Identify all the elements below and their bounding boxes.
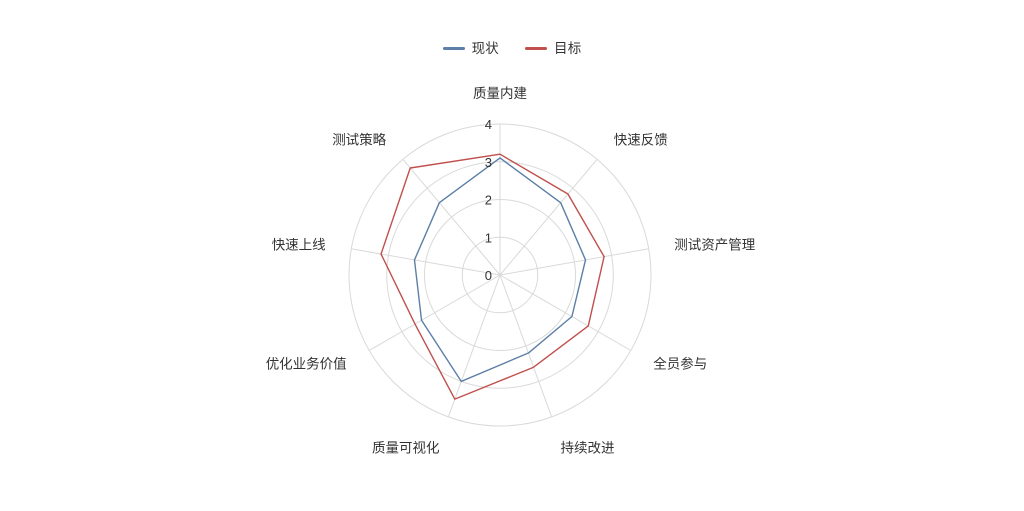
r-tick-2: 2 [485,193,492,208]
r-tick-0: 0 [485,268,492,283]
axis-label-1: 快速反馈 [614,132,668,147]
axis-label-7: 快速上线 [272,237,326,252]
radar-series [380,153,605,400]
legend-label-target: 目标 [554,41,582,56]
grid-spoke-3 [499,274,632,351]
grid-spoke-2 [499,248,649,276]
radar-tick-labels: 0 1 2 3 4 [485,117,492,283]
grid-spoke-6 [368,274,501,351]
legend-label-current: 现状 [471,41,499,56]
axis-label-6: 优化业务价值 [266,357,347,372]
axis-label-5: 质量可视化 [372,440,440,455]
axis-label-0: 质量内建 [473,86,527,101]
legend-item-1[interactable]: 目标 [525,42,581,56]
chart-legend: 现状 目标 [0,42,1024,56]
r-tick-3: 3 [485,155,492,170]
axis-label-2: 测试资产管理 [674,237,755,252]
r-tick-1: 1 [485,230,492,245]
grid-spoke-8 [402,159,501,276]
axis-label-4: 持续改进 [561,440,615,455]
axis-label-8: 测试策略 [332,131,386,147]
radar-spokes [351,124,649,418]
legend-swatch-target [525,47,547,51]
axis-label-3: 全员参与 [653,356,707,372]
series-path-current [413,157,587,383]
grid-spoke-1 [499,159,598,276]
grid-spoke-5 [447,274,501,418]
r-tick-4: 4 [485,117,492,132]
grid-spoke-4 [499,274,553,418]
series-path-target [380,153,605,400]
grid-spoke-7 [351,248,501,276]
legend-item-0[interactable]: 现状 [442,41,499,56]
legend-swatch-current [442,47,465,51]
